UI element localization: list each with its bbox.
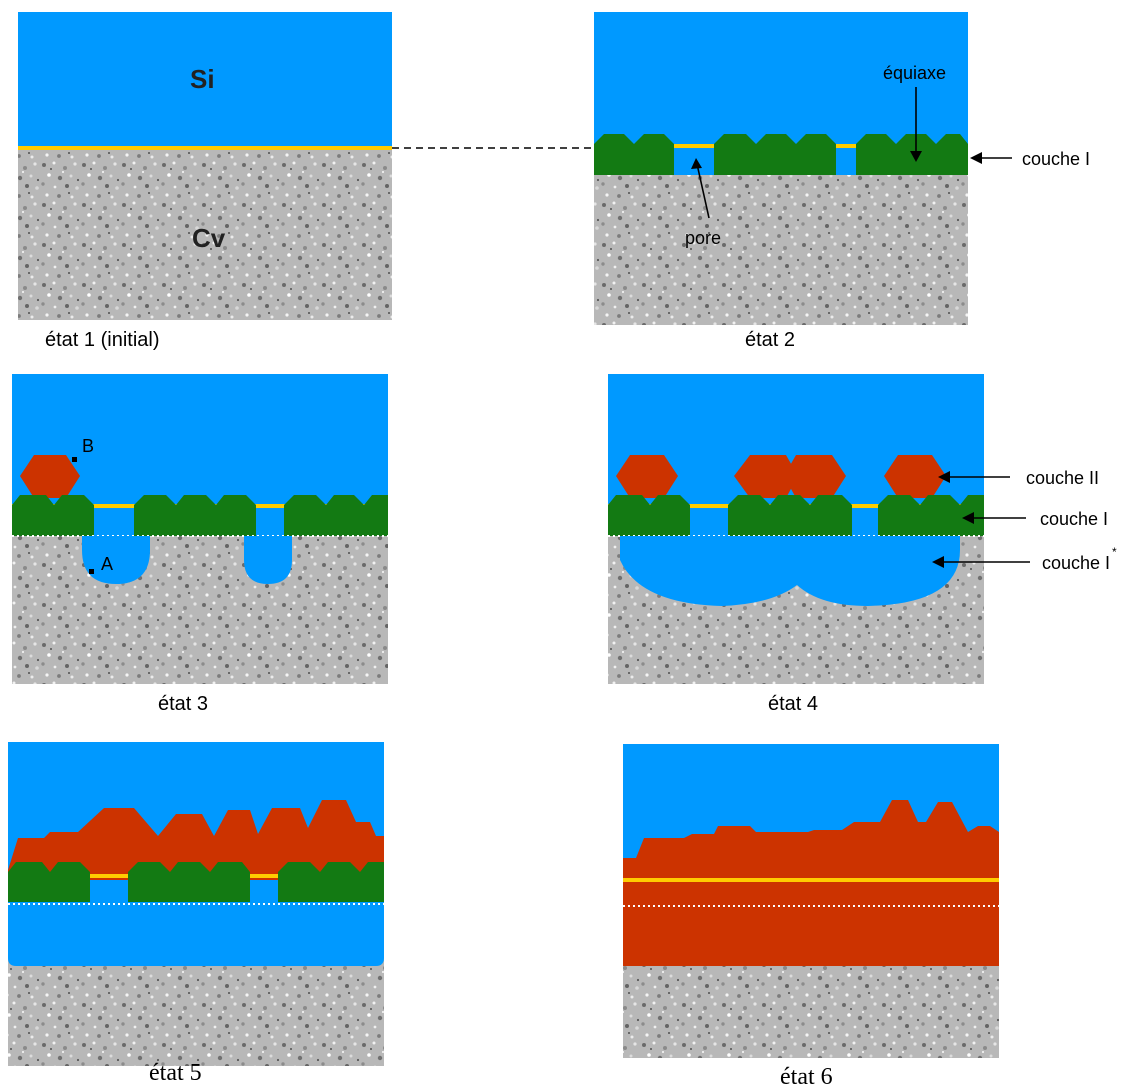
point-A-marker [89,569,94,574]
couche-I-arrowhead [962,512,974,524]
caption-state-4: état 4 [768,693,818,715]
panel-state-3: B A état 3 [12,374,388,715]
couche-Istar-arrowhead [932,556,944,568]
point-A-label: A [101,554,113,574]
couche-II-layer [8,800,384,880]
panel-state-5: état 5 [8,742,384,1086]
panel-state-4: couche II couche I couche I * état 4 [608,374,1117,715]
couche-II-label: couche II [1026,468,1099,488]
caption-state-3: état 3 [158,693,208,715]
vitreous-carbon-region [18,148,392,320]
couche-I-label: couche I [1022,149,1090,169]
pore-arrowhead [691,158,702,169]
equiaxed-grains-cluster-1 [608,495,690,536]
equiaxe-label: équiaxe [883,63,946,83]
couche-II-grain [784,455,846,498]
equiaxed-grains-cluster-1 [12,495,94,536]
point-B-marker [72,457,77,462]
vitreous-carbon-region [623,966,999,1058]
caption-state-6: état 6 [780,1064,833,1088]
dissolution-cavity-2 [244,536,292,584]
couche-Istar-label: couche I [1042,553,1110,573]
equiaxed-grains-cluster-1 [8,862,90,902]
silicon-region [18,12,392,148]
couche-Istar-region [8,902,384,966]
couche-Istar-region [620,536,960,606]
couche-I-arrowhead [970,152,982,164]
pore-arrow [696,163,710,219]
equiaxe-arrowhead [910,151,922,162]
couche-II-grain [616,455,678,498]
sic-reaction-layer [623,800,999,966]
couche-II-grain [20,455,80,498]
equiaxed-grains-cluster-3 [278,862,384,902]
couche-II-grain [734,455,798,498]
panel-state-1: Si Cv état 1 (initial) [18,12,392,351]
caption-state-1: état 1 (initial) [45,329,160,351]
equiaxed-grains-cluster-2 [128,862,250,902]
caption-state-5: état 5 [149,1060,202,1086]
equiaxed-grains-cluster-1 [594,134,674,175]
couche-Istar-superscript: * [1112,545,1117,559]
caption-state-2: état 2 [745,329,795,351]
couche-II-grain [884,455,946,498]
vitreous-carbon-region [594,175,968,325]
vitreous-carbon-region [12,536,388,684]
point-B-label: B [82,436,94,456]
dissolution-cavity-1 [82,536,150,584]
panel-state-2: équiaxe pore couche I état 2 [594,12,1090,351]
equiaxed-grains-cluster-2 [728,495,852,536]
equiaxed-grains-cluster-2 [134,495,256,536]
equiaxed-grains-cluster-3 [878,495,984,536]
si-label: Si [190,64,215,94]
couche-I-label: couche I [1040,509,1108,529]
equiaxed-grains-cluster-3 [284,495,388,536]
equiaxed-grains-cluster-2 [714,134,836,175]
panel-state-6: état 6 [623,744,999,1088]
couche-II-arrowhead [938,471,950,483]
pore-label: pore [685,228,721,248]
cv-label: Cv [192,223,226,253]
